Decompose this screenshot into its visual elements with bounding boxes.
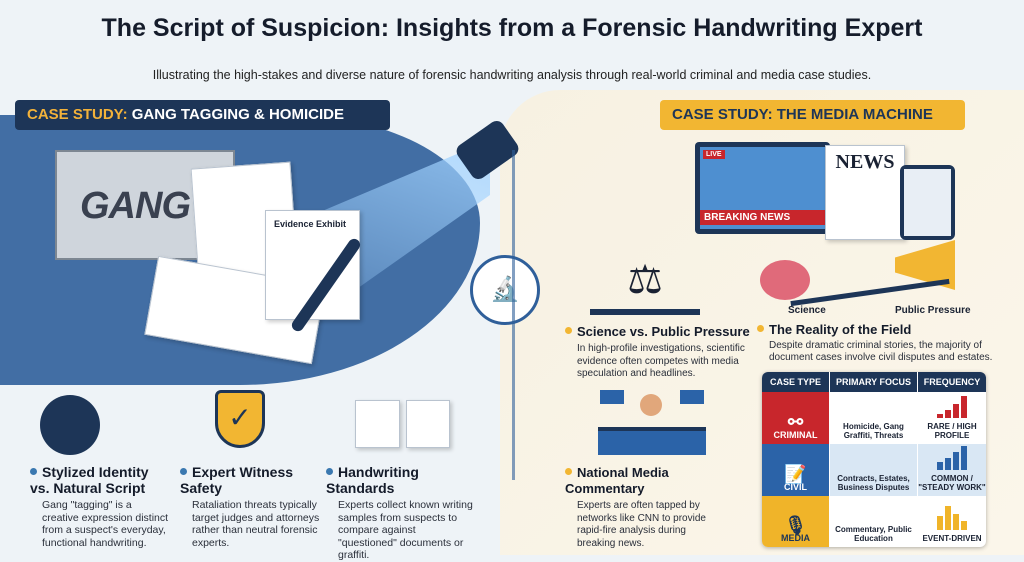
cell-text: Contracts, Estates, Business Disputes: [837, 474, 910, 492]
row-civil-focus: Contracts, Estates, Business Disputes: [830, 444, 917, 496]
cell-text: Homicide, Gang Graffiti, Threats: [843, 422, 904, 440]
live-badge: LIVE: [703, 150, 725, 159]
item-text: In high-profile investigations, scientif…: [577, 343, 745, 379]
breaking-news-banner: BREAKING NEWS: [700, 210, 825, 225]
microphone-icon: 🎙: [784, 515, 807, 535]
tablet-icon: [900, 165, 955, 240]
cell-text: Commentary, Public Education: [835, 525, 912, 543]
cell-text: MEDIA: [781, 533, 810, 543]
cell-text: [961, 396, 967, 418]
newspaper: NEWS: [825, 145, 905, 240]
cell-text: RARE / HIGH PROFILE: [927, 422, 977, 440]
cell-text: [945, 458, 951, 470]
cell-text: [937, 516, 943, 530]
heading-text: Gang Tagging & Homicide: [131, 106, 344, 123]
cell-text: [937, 462, 943, 470]
cell-text: [945, 410, 951, 418]
frequency-bars-icon: [937, 506, 967, 530]
cell-text: CIVIL: [783, 482, 807, 492]
cell-text: [953, 404, 959, 418]
item-title: National Media Commentary: [565, 465, 669, 496]
item-expert-witness: Expert Witness Safety Rataliation threat…: [180, 464, 320, 549]
item-text: Despite dramatic criminal stories, the m…: [769, 340, 993, 363]
case-type-table: CASE TYPE PRIMARY FOCUS FREQUENCY ⚯CRIMI…: [762, 372, 986, 547]
item-national-media: National Media Commentary Experts are of…: [565, 465, 725, 550]
row-media-frequency: EVENT-DRIVEN: [918, 496, 986, 547]
heading-prefix: Case Study:: [27, 106, 128, 123]
seesaw-label-science: Science: [788, 305, 826, 316]
handcuffs-icon: ⚯: [787, 412, 804, 432]
page-title: The Script of Suspicion: Insights from a…: [101, 14, 923, 42]
cell-text: [937, 414, 943, 418]
cell-text: COMMON / "STEADY WORK": [918, 474, 986, 492]
brain-icon: [760, 260, 810, 300]
header-case-type: CASE TYPE: [762, 372, 829, 392]
media-commentator-desk: [598, 390, 706, 455]
microscope-fingerprint-icon: 🔬: [470, 255, 540, 325]
header-frequency: FREQUENCY: [918, 372, 986, 392]
item-science-vs-pressure: Science vs. Public Pressure In high-prof…: [565, 324, 755, 381]
row-civil-type: 📝CIVIL: [762, 444, 829, 496]
handwriting-samples-icon: [355, 400, 450, 448]
section-divider: [512, 150, 515, 480]
page-subtitle: Illustrating the high-stakes and diverse…: [152, 68, 872, 82]
seesaw-label-public-pressure: Public Pressure: [895, 305, 971, 316]
item-title: Expert Witness Safety: [180, 464, 294, 496]
row-media-type: 🎙MEDIA: [762, 496, 829, 547]
frequency-bars-icon: [937, 394, 967, 418]
cell-text: [961, 446, 967, 470]
row-media-focus: Commentary, Public Education: [830, 496, 917, 547]
masked-figure-icon: [40, 395, 100, 455]
item-reality-of-field: The Reality of the Field Despite dramati…: [757, 322, 1022, 364]
type-label: CRIMINAL: [773, 430, 818, 440]
item-title: Science vs. Public Pressure: [577, 324, 750, 339]
cell-text: [953, 452, 959, 470]
item-text: Experts collect known writing samples fr…: [338, 499, 473, 561]
item-title: Handwriting Standards: [326, 464, 419, 496]
case-study-media-heading: Case Study: The Media Machine: [660, 100, 965, 130]
row-criminal-type: ⚯CRIMINAL: [762, 392, 829, 444]
shield-check-icon: ✓: [215, 390, 265, 448]
scales-icon: ⚖: [590, 250, 700, 315]
item-handwriting-standards: Handwriting Standards Experts collect kn…: [326, 464, 476, 562]
document-icon: 📝: [784, 464, 807, 484]
graffiti-tag: GANG: [80, 185, 191, 227]
item-stylized-identity: Stylized Identity vs. Natural Script Gan…: [30, 464, 170, 549]
cell-text: [961, 521, 967, 530]
item-text: Rataliation threats typically target jud…: [192, 499, 320, 549]
cell-text: [953, 514, 959, 530]
case-study-gang-heading: Case Study: Gang Tagging & Homicide: [15, 100, 390, 130]
header-primary-focus: PRIMARY FOCUS: [830, 372, 917, 392]
tv-screen: LIVE BREAKING NEWS: [695, 142, 830, 234]
item-text: Gang "tagging" is a creative expression …: [42, 499, 169, 549]
exhibit-label: Evidence Exhibit: [274, 219, 347, 229]
row-criminal-frequency: RARE / HIGH PROFILE: [918, 392, 986, 444]
cell-text: [945, 506, 951, 530]
row-criminal-focus: Homicide, Gang Graffiti, Threats: [830, 392, 917, 444]
cell-text: EVENT-DRIVEN: [922, 534, 982, 543]
frequency-bars-icon: [937, 446, 967, 470]
item-title: Stylized Identity vs. Natural Script: [30, 464, 149, 496]
item-text: Experts are often tapped by networks lik…: [577, 500, 706, 549]
row-civil-frequency: COMMON / "STEADY WORK": [918, 444, 986, 496]
item-title: The Reality of the Field: [769, 322, 912, 337]
